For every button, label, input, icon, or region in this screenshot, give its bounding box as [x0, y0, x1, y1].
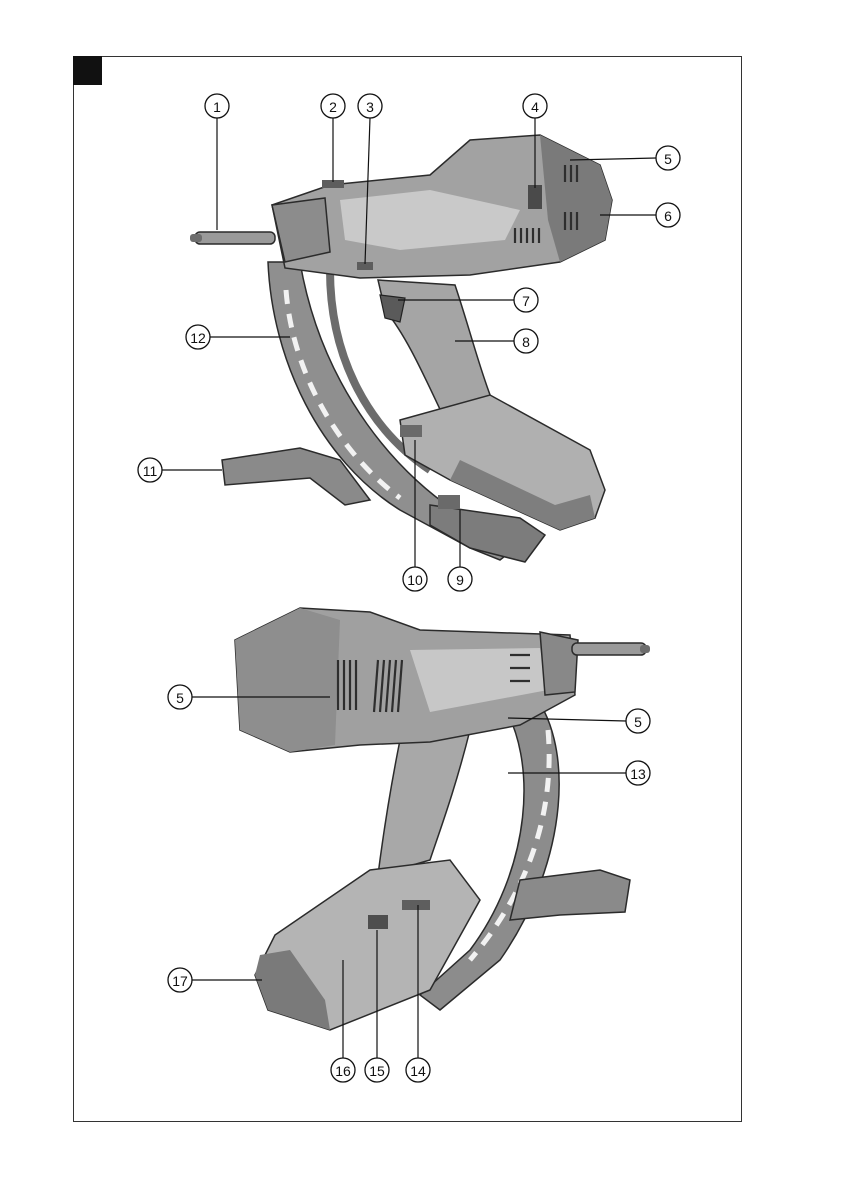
callout-3-label: 3 [366, 99, 374, 115]
callout-2: 2 [321, 94, 345, 118]
callout-5-top-label: 5 [664, 151, 672, 167]
bottom-tool [235, 608, 650, 1030]
callout-10-label: 10 [407, 572, 423, 588]
callout-5-left: 5 [168, 685, 192, 709]
callout-6: 6 [656, 203, 680, 227]
callout-17: 17 [168, 968, 192, 992]
callout-16-label: 16 [335, 1063, 351, 1079]
callout-5-right: 5 [626, 709, 650, 733]
bottom-handle [378, 730, 470, 875]
callout-8: 8 [514, 329, 538, 353]
callout-1-label: 1 [213, 99, 221, 115]
callout-12: 12 [186, 325, 210, 349]
callout-7: 7 [514, 288, 538, 312]
top-latch-9 [438, 495, 460, 509]
callout-6-label: 6 [664, 208, 672, 224]
callout-15-label: 15 [369, 1063, 385, 1079]
callout-8-label: 8 [522, 334, 530, 350]
bottom-switch-14 [402, 900, 430, 910]
top-nose-housing [272, 198, 330, 262]
callout-9: 9 [448, 567, 472, 591]
callout-7-label: 7 [522, 293, 530, 309]
bottom-nose-housing [540, 632, 578, 695]
callout-13: 13 [626, 761, 650, 785]
callout-15: 15 [365, 1058, 389, 1082]
callout-1: 1 [205, 94, 229, 118]
top-trigger [380, 295, 405, 322]
callout-5-left-label: 5 [176, 690, 184, 706]
callout-2-label: 2 [329, 99, 337, 115]
callout-14: 14 [406, 1058, 430, 1082]
callout-16: 16 [331, 1058, 355, 1082]
bottom-nosepiece [572, 643, 646, 655]
top-nosepiece-tip [190, 234, 202, 242]
top-tool [190, 135, 612, 562]
callout-17-label: 17 [172, 973, 188, 989]
callout-14-label: 14 [410, 1063, 426, 1079]
callout-10: 10 [403, 567, 427, 591]
callout-5-right-label: 5 [634, 714, 642, 730]
bottom-head-cap [235, 608, 340, 752]
callout-13-label: 13 [630, 766, 646, 782]
callout-3: 3 [358, 94, 382, 118]
callout-11-label: 11 [143, 463, 158, 479]
callout-5-top: 5 [656, 146, 680, 170]
callout-4: 4 [523, 94, 547, 118]
top-switch-4 [528, 185, 542, 209]
top-release-10 [400, 425, 422, 437]
bottom-nosepiece-tip [640, 645, 650, 653]
top-nosepiece [195, 232, 275, 244]
callout-9-label: 9 [456, 572, 464, 588]
bottom-switch-15 [368, 915, 388, 929]
callout-12-label: 12 [190, 330, 206, 346]
callout-4-label: 4 [531, 99, 539, 115]
callout-11: 11 [138, 458, 162, 482]
